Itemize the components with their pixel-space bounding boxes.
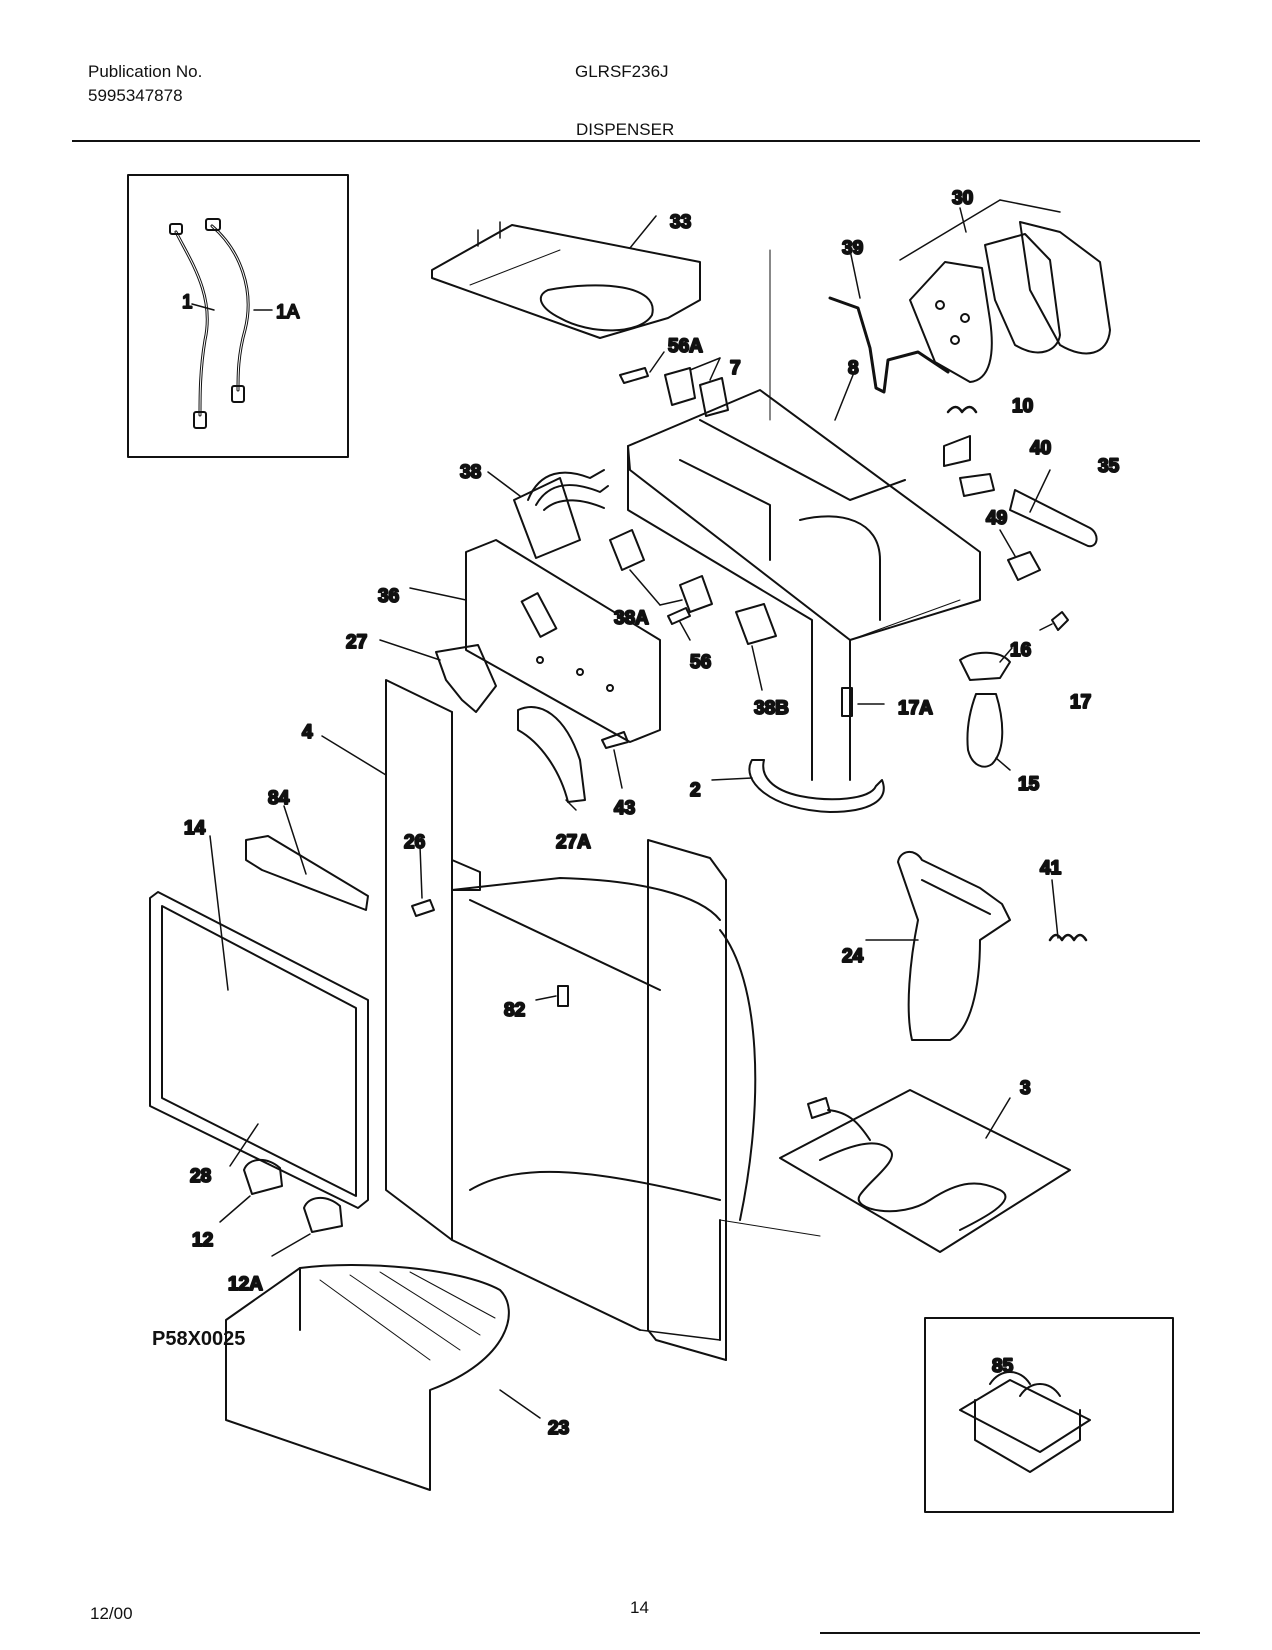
callout-23: 23: [548, 1418, 569, 1439]
callout-8: 8: [848, 358, 859, 379]
figure-code: P58X0025: [152, 1328, 246, 1350]
part-8-dispenser-housing: [627, 249, 981, 781]
part-38-control-board: [487, 469, 609, 559]
part-27A-paddle: [517, 706, 586, 811]
inset-water-tubes: [127, 174, 349, 458]
part-23-drip-tray: [225, 1263, 541, 1491]
part-28-frame: [229, 1123, 259, 1167]
callout-36: 36: [378, 586, 399, 607]
model-number: GLRSF236J: [575, 62, 669, 81]
callout-12A: 12A: [228, 1274, 263, 1295]
part-36-control-panel: [409, 539, 661, 743]
footer-date: 12/00: [90, 1604, 133, 1623]
callout-38A: 38A: [614, 608, 649, 629]
right-front-panel: [647, 839, 727, 1361]
callout-12: 12: [192, 1230, 213, 1251]
part-7-clips: [664, 357, 729, 417]
part-17-screw: [1039, 611, 1069, 631]
part-39-wire-rod: [828, 249, 950, 394]
callout-56A: 56A: [668, 336, 703, 357]
callout-41: 41: [1040, 858, 1062, 879]
footer-rule: [820, 1632, 1200, 1634]
part-84-strip: [245, 805, 369, 911]
callout-82: 82: [504, 1000, 525, 1021]
part-33-top-cover: [431, 215, 701, 339]
part-15-lamp: [966, 693, 1011, 771]
callout-4: 4: [302, 722, 313, 743]
callout-26: 26: [404, 832, 425, 853]
callout-3: 3: [1020, 1078, 1031, 1099]
part-4-side-panel: [321, 679, 481, 1241]
callout-35: 35: [1098, 456, 1120, 477]
part-43-screw: [601, 731, 629, 789]
part-24-actuator-arm: [865, 851, 1011, 1041]
part-3-heater-plate: [719, 1089, 1071, 1253]
part-27-paddle: [379, 639, 497, 713]
part-56A-screw: [619, 351, 665, 384]
callout-17A: 17A: [898, 698, 933, 719]
callout-27: 27: [346, 632, 367, 653]
part-82-screw: [535, 985, 569, 1007]
callout-38: 38: [460, 462, 481, 483]
part-16-lamp-socket: [959, 647, 1013, 681]
callout-15: 15: [1018, 774, 1040, 795]
header-rule: [72, 140, 1200, 142]
callout-1A: 1A: [276, 302, 300, 323]
callout-38B: 38B: [754, 698, 789, 719]
part-10-spring: [943, 405, 978, 467]
part-38B-switch: [735, 603, 777, 691]
part-38A-switches: [609, 529, 713, 613]
callout-85: 85: [992, 1356, 1014, 1377]
part-40-pin: [959, 473, 995, 497]
callout-49: 49: [986, 508, 1007, 529]
callout-2: 2: [690, 780, 701, 801]
callout-43: 43: [614, 798, 635, 819]
part-26-screw: [411, 845, 435, 917]
callout-33: 33: [670, 212, 691, 233]
callout-24: 24: [842, 946, 864, 967]
callout-39: 39: [842, 238, 863, 259]
callout-16: 16: [1010, 640, 1031, 661]
part-2-ring: [711, 759, 885, 813]
page-number: 14: [630, 1598, 649, 1617]
part-30-actuator-set: [899, 199, 1111, 383]
publication-label: Publication No.: [88, 62, 203, 81]
callout-30: 30: [952, 188, 973, 209]
callout-40: 40: [1030, 438, 1051, 459]
part-17A-screw: [841, 687, 885, 717]
part-12-clip: [219, 1159, 283, 1223]
callout-28: 28: [190, 1166, 211, 1187]
section-title: DISPENSER: [576, 120, 675, 139]
dispenser-shell: [451, 877, 757, 1341]
callout-27A: 27A: [556, 832, 591, 853]
part-14-front-panel: [149, 835, 369, 1209]
callout-17: 17: [1070, 692, 1091, 713]
part-56-screw: [667, 607, 691, 641]
callout-56: 56: [690, 652, 711, 673]
callout-7: 7: [730, 358, 741, 379]
inset-part-85: [924, 1317, 1174, 1513]
callout-1: 1: [182, 292, 193, 313]
callout-84: 84: [268, 788, 290, 809]
part-49-bracket: [999, 529, 1041, 581]
part-41-spring: [1048, 879, 1088, 942]
callout-10: 10: [1012, 396, 1033, 417]
part-12A-clip: [271, 1197, 343, 1257]
publication-number: 5995347878: [88, 86, 183, 105]
callout-14: 14: [184, 818, 206, 839]
part-35-rod-assembly: [1009, 469, 1098, 548]
